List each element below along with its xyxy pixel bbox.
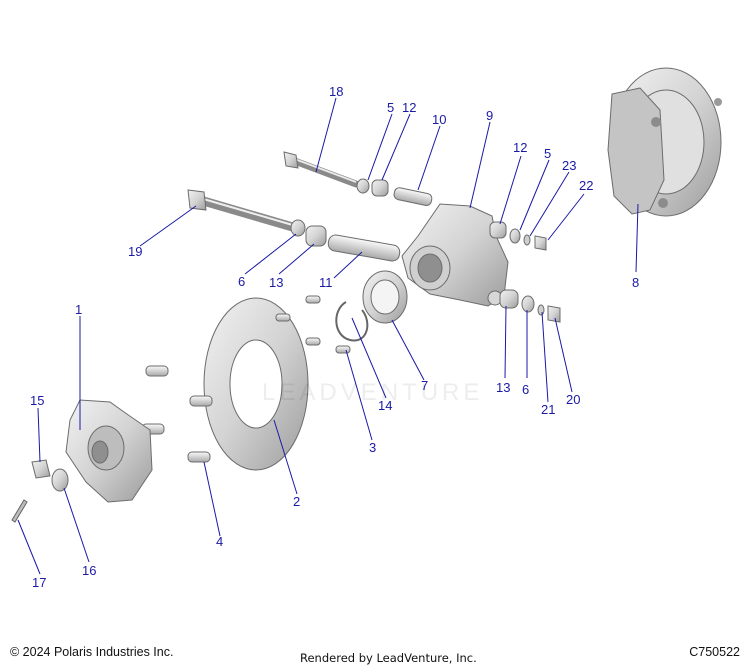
brake-caliper-assembly bbox=[607, 67, 722, 217]
callout-labels: 1 2 3 4 5 5 6 6 7 8 9 10 11 12 12 13 13 … bbox=[30, 84, 639, 590]
callout-10: 10 bbox=[432, 112, 446, 127]
callout-22: 22 bbox=[579, 178, 593, 193]
callout-6b: 6 bbox=[522, 382, 529, 397]
callout-5b: 5 bbox=[544, 146, 551, 161]
hardware-upper-right bbox=[489, 221, 547, 251]
callout-16: 16 bbox=[82, 563, 96, 578]
bolt-long-upper bbox=[283, 151, 360, 188]
castle-nut bbox=[31, 459, 51, 479]
callout-11: 11 bbox=[319, 275, 333, 290]
callout-23: 23 bbox=[562, 158, 576, 173]
callout-15: 15 bbox=[30, 393, 44, 408]
callout-7: 7 bbox=[421, 378, 428, 393]
callout-5a: 5 bbox=[387, 100, 394, 115]
hub-washer bbox=[51, 468, 69, 492]
callout-12a: 12 bbox=[402, 100, 416, 115]
knuckle bbox=[401, 203, 509, 307]
callout-17: 17 bbox=[32, 575, 46, 590]
leader-lines bbox=[17, 97, 639, 575]
washer-and-bushing-upper bbox=[356, 178, 389, 197]
callout-9: 9 bbox=[486, 108, 493, 123]
callout-3: 3 bbox=[369, 440, 376, 455]
leadventure-watermark: LEADVENTURE bbox=[262, 379, 483, 406]
sleeve-upper bbox=[393, 187, 433, 207]
svg-text:LEADVENTURE: LEADVENTURE bbox=[262, 379, 483, 406]
wheel-hub bbox=[65, 399, 153, 503]
brake-disc bbox=[203, 297, 309, 471]
copyright-text: © 2024 Polaris Industries Inc. bbox=[10, 645, 174, 659]
callout-20: 20 bbox=[566, 392, 580, 407]
bearing bbox=[362, 270, 408, 324]
sleeve-lower bbox=[327, 234, 401, 262]
rendered-by-text: Rendered by LeadVenture, Inc. bbox=[300, 651, 477, 665]
drawing-id: C750522 bbox=[689, 645, 740, 659]
wheel-studs-outer bbox=[141, 365, 213, 463]
wheel-studs-inner bbox=[275, 295, 351, 354]
callout-21: 21 bbox=[541, 402, 555, 417]
callout-13a: 13 bbox=[269, 275, 283, 290]
callout-2: 2 bbox=[293, 494, 300, 509]
callout-18: 18 bbox=[329, 84, 343, 99]
cotter-pin bbox=[11, 499, 28, 523]
snap-ring bbox=[335, 301, 369, 342]
washer-and-bushing-lower bbox=[290, 219, 327, 247]
callout-6a: 6 bbox=[238, 274, 245, 289]
callout-19: 19 bbox=[128, 244, 142, 259]
callout-13b: 13 bbox=[496, 380, 510, 395]
callout-4: 4 bbox=[216, 534, 223, 549]
callout-1: 1 bbox=[75, 302, 82, 317]
callout-14: 14 bbox=[378, 398, 392, 413]
hardware-lower-right bbox=[499, 289, 561, 323]
callout-8: 8 bbox=[632, 275, 639, 290]
callout-12b: 12 bbox=[513, 140, 527, 155]
bolt-long-lower bbox=[187, 189, 301, 233]
